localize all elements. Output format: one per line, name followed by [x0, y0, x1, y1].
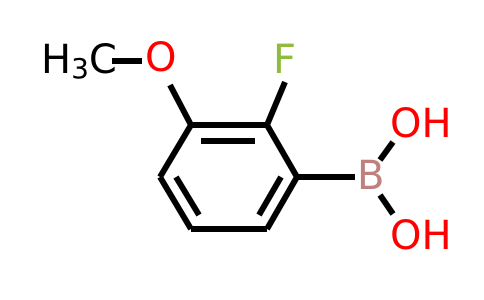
bond-c6-c1: [264, 175, 300, 231]
bond-c1-c2: [264, 123, 300, 179]
fluorine-label: F: [273, 37, 296, 83]
bond-c2-fluorine: [264, 80, 288, 127]
bond-c3-c4: [157, 123, 194, 179]
bond-c4-c5: [157, 175, 194, 231]
bond-boron-oh-bottom: [377, 193, 396, 216]
hydroxyl-top-label: OH: [390, 101, 452, 147]
bond-boron-oh-top: [377, 140, 396, 162]
boron-label: B: [357, 153, 384, 199]
methyl-label: H3C: [41, 37, 117, 85]
bond-c3-oxygen: [167, 83, 194, 127]
ether-oxygen-label: O: [145, 35, 176, 81]
double-bond-inner-right: [256, 175, 284, 217]
hydroxyl-bottom-label: OH: [390, 213, 452, 259]
double-bond-inner-left: [173, 175, 202, 217]
